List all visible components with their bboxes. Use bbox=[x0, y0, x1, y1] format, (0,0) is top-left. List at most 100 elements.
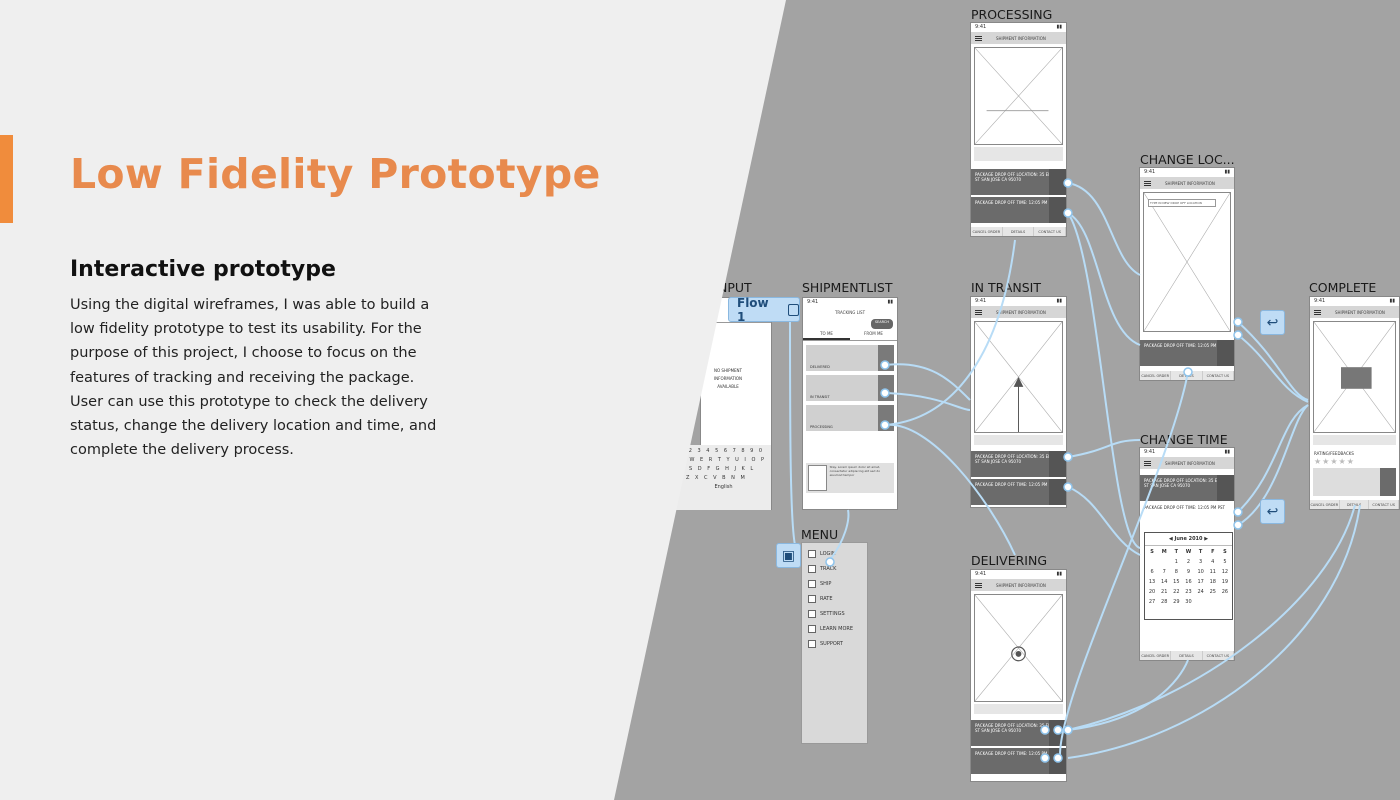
calendar-day[interactable]: 11 bbox=[1209, 569, 1216, 575]
hamburger-icon[interactable] bbox=[975, 35, 982, 41]
dropoff-location-row[interactable]: PACKAGE DROP OFF LOCATION: 35 ELLIS ST S… bbox=[971, 449, 1066, 477]
calendar-day[interactable]: 13 bbox=[1148, 579, 1156, 585]
contact-us-button[interactable]: CONTACT US bbox=[1203, 371, 1234, 380]
time-field[interactable]: PACKAGE DROP OFF TIME: 12:05 PM PST bbox=[1144, 505, 1225, 510]
dropoff-time-row[interactable]: PACKAGE DROP OFF TIME: 12:05 PM PST bbox=[971, 195, 1066, 223]
hamburger-icon[interactable] bbox=[975, 309, 982, 315]
calendar-day[interactable]: 18 bbox=[1209, 579, 1216, 585]
calendar-day[interactable]: 21 bbox=[1161, 589, 1168, 595]
keyboard-row[interactable]: 1 2 3 4 5 6 7 8 9 0 bbox=[680, 448, 765, 454]
processing-screen[interactable]: 9:41▮▮ SHIPMENT INFORMATION PACKAGE DROP… bbox=[970, 22, 1067, 237]
map-placeholder bbox=[974, 47, 1063, 145]
edit-location-button[interactable] bbox=[1217, 475, 1234, 501]
calendar-day[interactable]: 12 bbox=[1221, 569, 1229, 575]
keyboard-row[interactable]: Z X C V B N M bbox=[686, 475, 747, 481]
image-placeholder-icon bbox=[808, 465, 827, 491]
hamburger-icon[interactable] bbox=[975, 582, 982, 588]
details-button[interactable]: DETAILS bbox=[1171, 651, 1203, 660]
cancel-order-button[interactable]: CANCEL ORDER bbox=[971, 227, 1003, 236]
shipmentlist-screen[interactable]: 9:41▮▮ TRACKING LIST SEARCH TO ME FROM M… bbox=[802, 297, 898, 510]
keyboard-row[interactable]: Q W E R T Y U I O P bbox=[680, 457, 767, 463]
hamburger-icon[interactable] bbox=[1144, 180, 1151, 186]
calendar-day[interactable]: 20 bbox=[1148, 589, 1156, 595]
edit-location-button[interactable] bbox=[1049, 451, 1066, 477]
calendar-day[interactable]: 17 bbox=[1197, 579, 1204, 585]
calendar-day[interactable]: 15 bbox=[1173, 579, 1180, 585]
dropoff-location-row[interactable]: PACKAGE DROP OFF LOCATION: 35 ELLIS ST S… bbox=[1140, 473, 1234, 501]
calendar-day[interactable]: 24 bbox=[1197, 589, 1204, 595]
menu-item-login[interactable]: LOGIN bbox=[802, 546, 867, 561]
calendar-day[interactable]: 26 bbox=[1221, 589, 1229, 595]
tab-to-me[interactable]: TO ME bbox=[803, 329, 850, 340]
calendar-day[interactable]: 23 bbox=[1185, 589, 1192, 595]
in-transit-screen[interactable]: 9:41▮▮ SHIPMENT INFORMATION PACKAGE DROP… bbox=[970, 296, 1067, 508]
next-month-icon[interactable]: ▶ bbox=[1202, 536, 1209, 542]
feedback-field[interactable] bbox=[1313, 468, 1396, 496]
contact-us-button[interactable]: CONTACT US bbox=[1034, 227, 1066, 236]
list-item[interactable]: DELIVERED bbox=[806, 345, 894, 371]
calendar-day[interactable]: 29 bbox=[1173, 599, 1180, 605]
location-search-input[interactable]: TYPE IN NEW DROP OFF LOCATION bbox=[1148, 199, 1216, 207]
calendar-day[interactable]: 30 bbox=[1185, 599, 1192, 605]
label-change-time: CHANGE TIME bbox=[1140, 432, 1228, 447]
calendar-day[interactable]: 9 bbox=[1186, 569, 1191, 575]
keyboard[interactable]: 1 2 3 4 5 6 7 8 9 0 Q W E R T Y U I O P … bbox=[676, 445, 771, 510]
menu-item-rate[interactable]: RATE bbox=[802, 591, 867, 606]
dropoff-time-row[interactable]: PACKAGE DROP OFF TIME: 12:05 PM PST bbox=[1140, 338, 1234, 366]
change-location-screen[interactable]: 9:41▮▮ SHIPMENT INFORMATION TYPE IN NEW … bbox=[1139, 167, 1235, 381]
complete-screen[interactable]: 9:41▮▮ SHIPMENT INFORMATION RATING/FEEDB… bbox=[1309, 296, 1400, 510]
list-item[interactable]: IN TRANSIT bbox=[806, 375, 894, 401]
edit-time-button[interactable] bbox=[1049, 197, 1066, 223]
calendar-day[interactable]: 6 bbox=[1150, 569, 1154, 575]
menu-item-support[interactable]: SUPPORT bbox=[802, 636, 867, 651]
promo-card[interactable]: Stay. Lorem ipsum dolor sit amet, consec… bbox=[806, 463, 894, 493]
edit-time-button[interactable] bbox=[1049, 479, 1066, 505]
label-delivering: DELIVERING bbox=[971, 553, 1048, 568]
calendar-day[interactable]: 14 bbox=[1161, 579, 1168, 585]
keyboard-row[interactable]: English bbox=[714, 484, 733, 490]
calendar-day[interactable]: 1 bbox=[1174, 559, 1178, 565]
hamburger-icon[interactable] bbox=[1144, 460, 1151, 466]
calendar-day[interactable]: 5 bbox=[1223, 559, 1227, 565]
flow-start-tag[interactable]: Flow 1 bbox=[728, 296, 800, 324]
menu-item-settings[interactable]: SETTINGS bbox=[802, 606, 867, 621]
edit-time-button[interactable] bbox=[1217, 340, 1234, 366]
calendar-day[interactable]: 22 bbox=[1173, 589, 1180, 595]
menu-item-icon bbox=[808, 549, 816, 558]
tab-from-me[interactable]: FROM ME bbox=[864, 331, 883, 336]
menu-item-ship[interactable]: SHIP bbox=[802, 576, 867, 591]
dropoff-location-row[interactable]: PACKAGE DROP OFF LOCATION: 35 ELLIS ST S… bbox=[971, 167, 1066, 195]
calendar-day[interactable]: 7 bbox=[1162, 569, 1166, 575]
prev-month-icon[interactable]: ◀ bbox=[1168, 536, 1175, 542]
keyboard-row[interactable]: A S D F G H J K L bbox=[680, 466, 756, 472]
calendar-day[interactable]: 10 bbox=[1197, 569, 1204, 575]
details-button[interactable]: DETAILS bbox=[1003, 227, 1035, 236]
edit-location-button[interactable] bbox=[1049, 169, 1066, 195]
submit-feedback-button[interactable] bbox=[1380, 468, 1396, 496]
menu-item-track[interactable]: TRACK bbox=[802, 561, 867, 576]
contact-us-button[interactable]: CONTACT US bbox=[1369, 500, 1399, 509]
menu-item-learn-more[interactable]: LEARN MORE bbox=[802, 621, 867, 636]
search-button[interactable]: SEARCH bbox=[870, 319, 893, 329]
delivering-screen[interactable]: 9:41▮▮ SHIPMENT INFORMATION PACKAGE DROP… bbox=[970, 569, 1067, 782]
calendar-day[interactable]: 2 bbox=[1186, 559, 1191, 565]
calendar-day[interactable]: 16 bbox=[1185, 579, 1192, 585]
dropoff-time-row[interactable]: PACKAGE DROP OFF TIME: 12:05 PM PST bbox=[971, 477, 1066, 505]
menu-overlay-icon[interactable]: ▣ bbox=[776, 543, 801, 568]
cancel-order-button[interactable]: CANCEL ORDER bbox=[1140, 371, 1172, 380]
cancel-order-button[interactable]: CANCEL ORDER bbox=[1310, 500, 1340, 509]
hamburger-icon[interactable] bbox=[1314, 309, 1321, 315]
star-rating[interactable]: ★★★★★ bbox=[1314, 457, 1355, 466]
calendar-day[interactable]: 28 bbox=[1161, 599, 1168, 605]
calendar-day[interactable]: 8 bbox=[1174, 569, 1178, 575]
back-icon[interactable]: ↩ bbox=[1260, 310, 1285, 335]
cancel-order-button[interactable]: CANCEL ORDER bbox=[1140, 651, 1172, 660]
calendar-day[interactable]: 19 bbox=[1221, 579, 1229, 585]
calendar-day[interactable]: 4 bbox=[1211, 559, 1215, 565]
calendar-day[interactable]: 25 bbox=[1209, 589, 1216, 595]
back-icon[interactable]: ↩ bbox=[1260, 499, 1285, 524]
calendar-day[interactable]: 3 bbox=[1199, 559, 1203, 565]
calendar-day[interactable]: 27 bbox=[1148, 599, 1156, 605]
